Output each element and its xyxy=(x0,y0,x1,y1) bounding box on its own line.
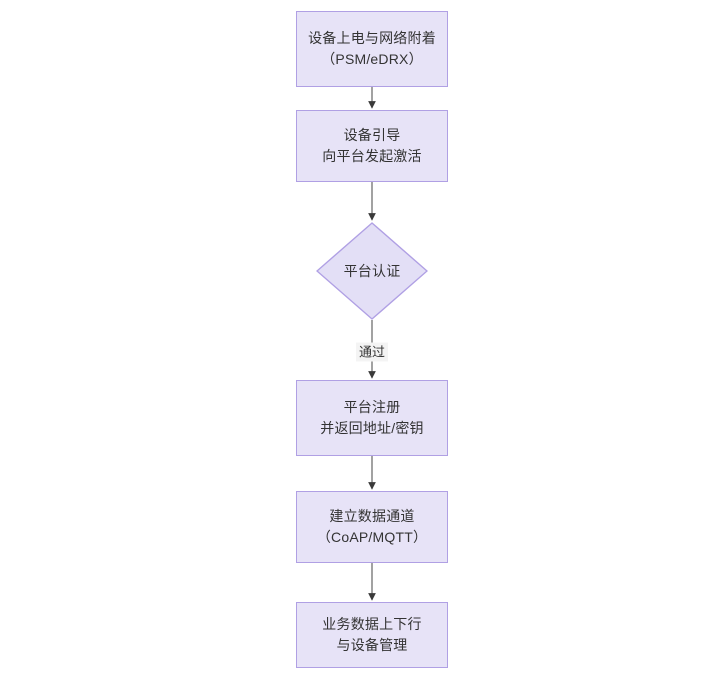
node-label-line: 建立数据通道 xyxy=(329,508,415,524)
node-label-line: （PSM/eDRX） xyxy=(321,51,423,67)
node-label-line: 并返回地址/密钥 xyxy=(320,420,424,436)
node-label-line: 平台认证 xyxy=(343,262,401,279)
node-label-line: 业务数据上下行 xyxy=(322,616,422,632)
diamond-shape xyxy=(316,222,428,320)
node-device-bootstrap[interactable]: 设备引导 向平台发起激活 xyxy=(296,110,448,182)
node-label-line: 向平台发起激活 xyxy=(322,148,422,164)
node-platform-registration[interactable]: 平台注册 并返回地址/密钥 xyxy=(296,380,448,456)
node-label-line: 平台注册 xyxy=(343,399,401,415)
node-label-line: 与设备管理 xyxy=(336,637,408,653)
node-label-line: 设备引导 xyxy=(343,127,401,143)
node-label-line: （CoAP/MQTT） xyxy=(316,529,428,545)
node-label-line: 设备上电与网络附着 xyxy=(308,30,436,46)
node-business-data-and-device-management[interactable]: 业务数据上下行 与设备管理 xyxy=(296,602,448,668)
node-device-power-on[interactable]: 设备上电与网络附着 （PSM/eDRX） xyxy=(296,11,448,87)
node-establish-data-channel[interactable]: 建立数据通道 （CoAP/MQTT） xyxy=(296,491,448,563)
node-platform-authentication[interactable]: 平台认证 xyxy=(316,222,428,320)
edge-label-pass: 通过 xyxy=(355,342,389,362)
